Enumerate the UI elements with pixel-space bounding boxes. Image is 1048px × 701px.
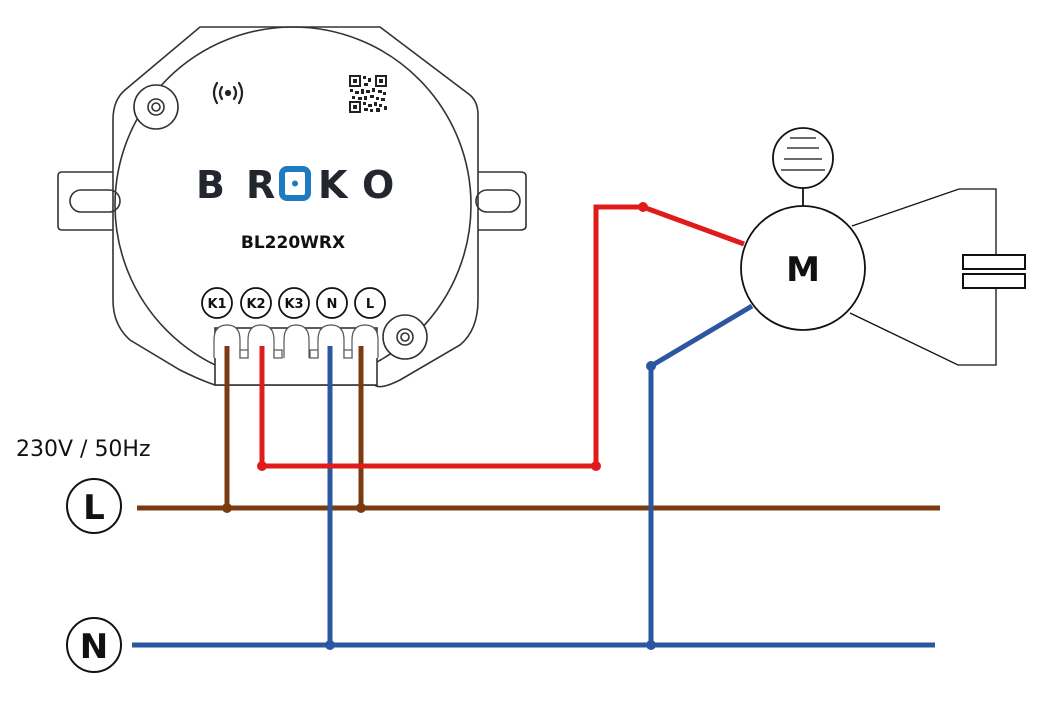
left-mount-tab: [57, 171, 113, 231]
voltage-label: 230V / 50Hz: [16, 437, 151, 462]
terminal-l: L: [366, 297, 374, 312]
terminal-k2: K2: [246, 297, 265, 312]
brand-letter-o-accent: [279, 166, 311, 201]
motor-neutral-wire: [648, 303, 754, 645]
motor-label: M: [786, 250, 820, 290]
line-terminal-badge: L: [66, 478, 122, 534]
terminal-labels: K1 K2 K3 N L: [201, 287, 386, 319]
left-mount-slot: [69, 189, 121, 213]
junction-dots: [222, 202, 656, 650]
wireless-signal-icon: [212, 81, 244, 105]
model-label: BL220WRX: [241, 233, 345, 253]
brand-letter-k: K: [318, 163, 349, 207]
capacitor-icon: [962, 254, 1026, 289]
brand-letter-o: O: [362, 163, 394, 207]
terminal-k3: K3: [284, 297, 303, 312]
brand-letter-b: B: [196, 163, 225, 207]
neutral-label: N: [80, 627, 108, 667]
right-mount-slot: [475, 189, 521, 213]
brand-letter-r: R: [246, 163, 275, 207]
terminal-k1: K1: [207, 297, 226, 312]
motor-symbol: [740, 127, 1026, 366]
brand-logo: B R O K O: [196, 163, 394, 207]
neutral-terminal-badge: N: [66, 617, 122, 673]
right-mount-tab: [478, 171, 527, 231]
qr-code-icon: [349, 75, 387, 113]
fan-icon: [772, 127, 834, 189]
terminal-block: [213, 324, 379, 359]
line-label: L: [83, 488, 105, 528]
k2-motor-wire: [259, 204, 745, 469]
terminal-n: N: [327, 297, 338, 312]
